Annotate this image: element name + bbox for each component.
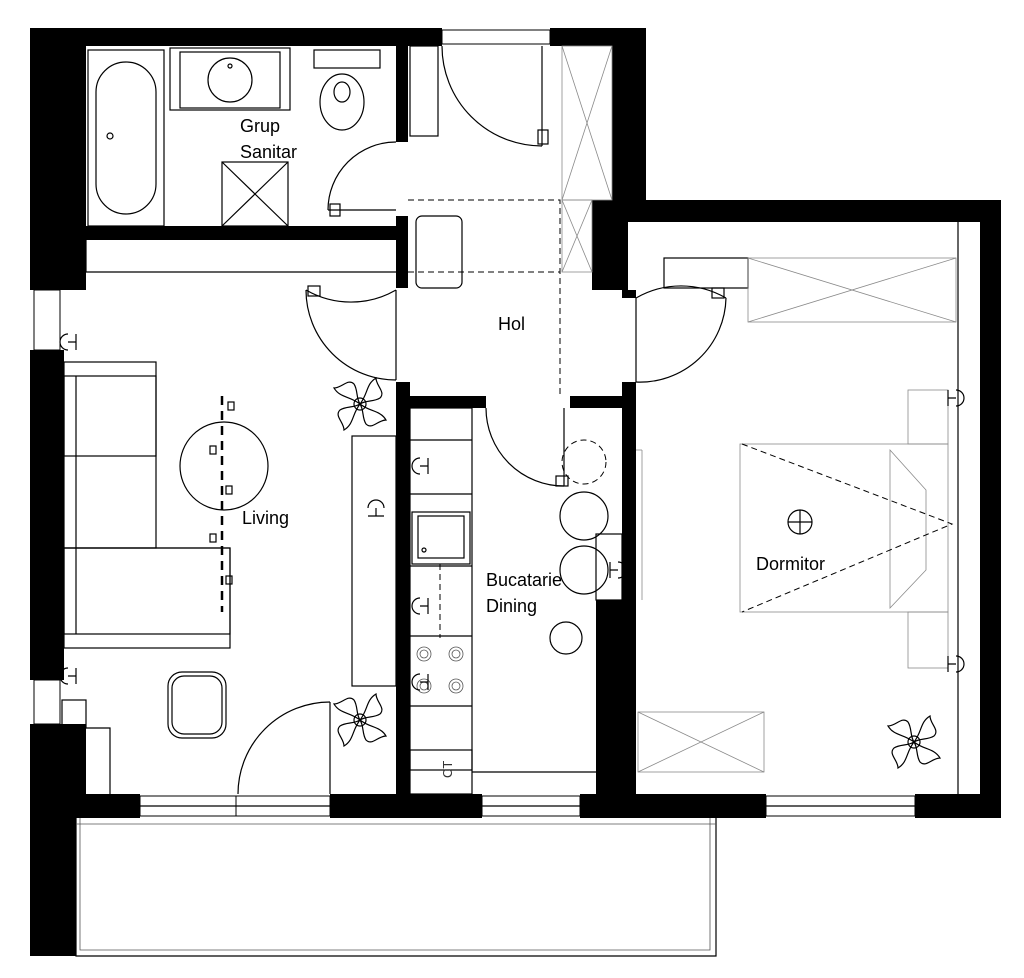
plant-icon (333, 377, 941, 769)
ceiling-light-icon (787, 509, 813, 535)
socket-icon (59, 333, 965, 691)
bedroom: Dormitor (635, 222, 959, 794)
ceiling-light-icon (179, 421, 269, 511)
room-label-sanitar-2: Sanitar (240, 142, 297, 162)
hall: Hol (408, 45, 613, 396)
sink-icon (411, 511, 471, 565)
walls (30, 28, 1001, 956)
shower-icon (221, 161, 289, 227)
room-label-dormitor: Dormitor (756, 554, 825, 574)
balcony (75, 818, 717, 957)
toilet-icon (313, 49, 381, 131)
room-label-dining: Dining (486, 596, 537, 616)
bathtub-icon (87, 49, 165, 227)
sofa (63, 361, 231, 649)
bathroom: Grup Sanitar (87, 47, 397, 227)
room-label-bucatarie: Bucatarie (486, 570, 562, 590)
bed (739, 389, 954, 669)
living: Living (61, 240, 397, 795)
room-label-sanitar-1: Grup (240, 116, 280, 136)
room-label-hol: Hol (498, 314, 525, 334)
windows (33, 29, 916, 817)
stove-burner-icon (416, 646, 464, 694)
ct-label: CT (440, 761, 455, 778)
room-label-living: Living (242, 508, 289, 528)
sink-icon (169, 47, 291, 111)
kitchen: CT Bucatarie Dining (409, 407, 623, 795)
